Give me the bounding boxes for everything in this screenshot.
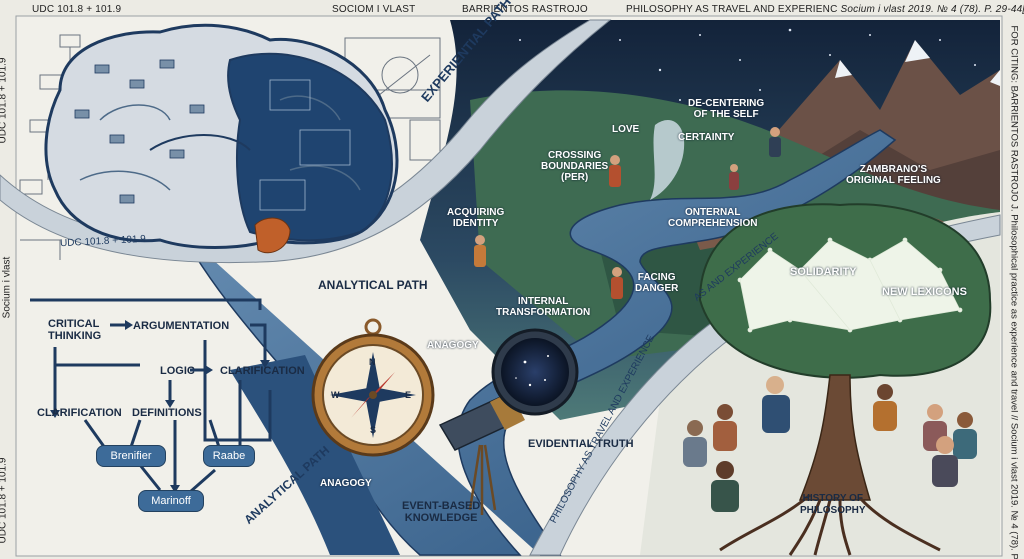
- left-margin-top: UDC 101.8 + 101.9: [0, 57, 9, 144]
- mountain-snow: [835, 40, 1000, 86]
- zambrano-label: ZAMBRANO'S ORIGINAL FEELING: [846, 164, 941, 186]
- marinoff-box: Marinoff: [138, 490, 204, 512]
- evidential-truth-label: EVIDENTIAL TRUTH: [528, 438, 634, 450]
- brain-stem: [254, 217, 291, 254]
- history-of-philosophy-label: HISTORY OF PHILOSOPHY: [800, 493, 866, 516]
- compass: [311, 318, 435, 457]
- facing-danger-label: FACING DANGER: [635, 272, 679, 294]
- people-circle: [683, 376, 977, 512]
- compass-e: E: [405, 390, 412, 400]
- anagogy-top-label: ANAGOGY: [427, 340, 479, 351]
- crossing-boundaries-label: CROSSING BOUNDARIES (PER): [541, 150, 609, 183]
- tree-trunk: [798, 374, 872, 501]
- internal-transformation-label: INTERNAL TRANSFORMATION: [496, 296, 591, 318]
- new-lexicons-label: NEW LEXICONS: [882, 286, 967, 298]
- tree: [698, 203, 992, 556]
- brain-right-hemisphere: [227, 52, 393, 242]
- header-title: PHILOSOPHY AS TRAVEL AND EXPERIENC Sociu…: [626, 4, 1024, 15]
- love-label: LOVE: [612, 124, 640, 135]
- definitions-node: DEFINITIONS: [132, 407, 202, 419]
- flowchart-arrows: [30, 298, 272, 494]
- compass-s: S: [370, 425, 377, 435]
- header-title-prefix: PHILOSOPHY AS TRAVEL AND EXPERIENC: [626, 4, 838, 15]
- compass-n: N: [369, 357, 376, 367]
- header-author: BARRIENTOS RASTROJO: [462, 4, 588, 15]
- right-margin-citation: FOR CITING: BARRIENTOS RASTROJO J. Philo…: [1008, 25, 1020, 559]
- clarification-right-node: CLARIFICATION: [220, 365, 305, 377]
- ribbon-right: [529, 214, 1001, 556]
- critical-thinking-node: CRITICAL THINKING: [48, 318, 102, 342]
- compass-w: W: [331, 390, 340, 400]
- header-udc: UDC 101.8 + 101.9: [32, 4, 122, 15]
- brenifier-box: Brenifier: [96, 445, 166, 467]
- argumentation-node: ARGUMENTATION: [133, 320, 230, 332]
- header-journal: Sociom i vlast: [332, 4, 416, 15]
- tree-roots: [719, 493, 941, 556]
- raabe-box: Raabe: [203, 445, 255, 467]
- decentering-label: DE-CENTERING OF THE SELF: [688, 98, 765, 120]
- logic-node: LOGIC: [160, 365, 195, 377]
- telescope: [438, 328, 579, 515]
- walkers: [474, 120, 781, 299]
- event-based-knowledge-label: EVENT-BASED KNOWLEDGE: [402, 500, 481, 524]
- anagogy-bottom-label: ANAGOGY: [320, 478, 372, 489]
- analytical-path-label: ANALYTICAL PATH: [318, 278, 428, 292]
- certainty-label: CERTAINTY: [678, 132, 735, 143]
- ghost-figure: [650, 120, 685, 200]
- acquiring-identity-label: ACQUIRING IDENTITY: [447, 207, 505, 229]
- solidarity-label: SOLIDARITY: [790, 266, 857, 278]
- brain: [44, 23, 399, 254]
- clarification-left-node: CLARIFICATION: [37, 407, 122, 419]
- tree-network: [737, 237, 963, 333]
- onternal-comprehension-label: ONTERNAL COMPREHENSION: [668, 207, 758, 229]
- header-citation: Socium i vlast 2019. № 4 (78). P. 29-44[…: [840, 4, 1024, 15]
- analytical-road: [230, 355, 400, 555]
- left-margin-middle: Socium i vlast: [1, 256, 13, 319]
- left-margin-bottom: UDC 101.8 + 101.9: [0, 457, 9, 544]
